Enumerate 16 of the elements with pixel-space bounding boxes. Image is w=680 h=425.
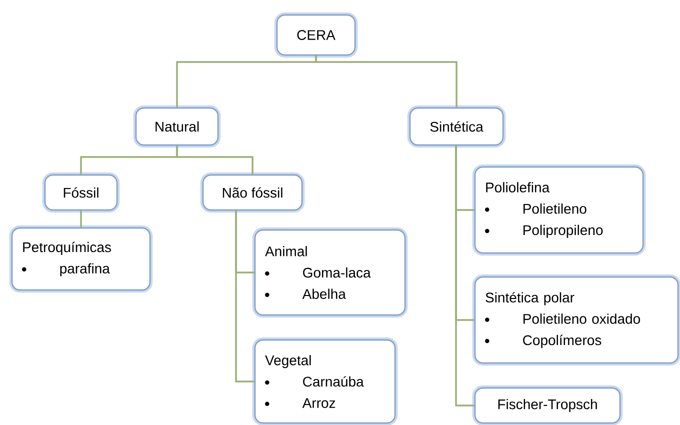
- category-box: Fóssil: [42, 172, 120, 213]
- category-box: Fischer-Tropsch: [472, 385, 623, 425]
- category-box: Natural: [133, 105, 221, 148]
- category-box: CERA: [274, 12, 358, 58]
- category-box: Vegetal Carnaúba Arroz: [252, 337, 398, 425]
- category-box: Sintética polar Polietileno oxidado Copolímeros: [472, 274, 680, 366]
- category-box: Não fóssil: [200, 172, 305, 213]
- category-box: Poliolefina Polietileno Polipropileno: [472, 164, 646, 256]
- connector-line: [235, 210, 254, 382]
- category-box: Animal Goma-laca Abelha: [252, 227, 408, 318]
- connector-line: [80, 210, 82, 228]
- connector-line: [455, 146, 474, 406]
- connector-line: [315, 56, 458, 108]
- connector-line: [176, 146, 254, 174]
- category-box: Sintética: [407, 105, 506, 148]
- category-box: Petroquímicas parafina: [9, 225, 153, 293]
